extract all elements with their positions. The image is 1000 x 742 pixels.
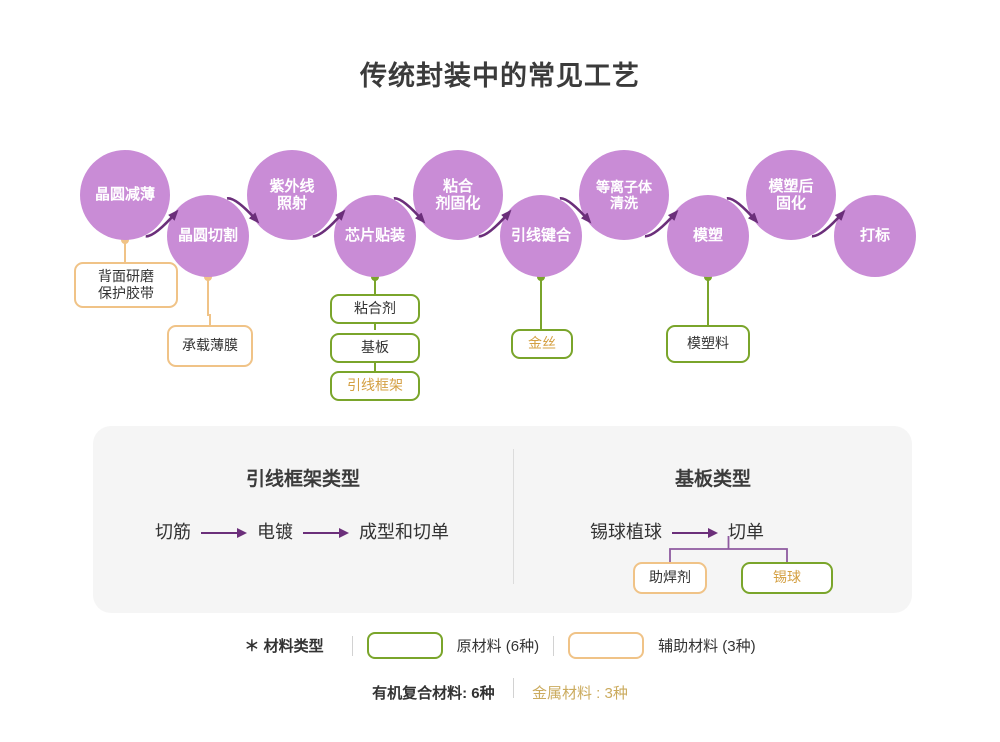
process-step-circle[interactable]: 引线键合 bbox=[500, 195, 582, 277]
process-step-circle[interactable]: 晶圆减薄 bbox=[80, 150, 170, 240]
leadframe-step: 电镀 bbox=[257, 522, 293, 542]
legend-separator-1 bbox=[351, 635, 353, 656]
substrate-material-box[interactable]: 助焊剂 bbox=[633, 562, 707, 594]
process-step-circle[interactable]: 粘合 剂固化 bbox=[413, 150, 503, 240]
material-box-label: 模塑料 bbox=[687, 335, 729, 352]
page-title: 传统封装中的常见工艺 bbox=[360, 61, 640, 91]
leadframe-step: 切筋 bbox=[155, 522, 191, 542]
process-step-circle[interactable]: 模塑后 固化 bbox=[746, 150, 836, 240]
legend-caption-raw-material: 原材料 (6种) bbox=[456, 638, 540, 655]
material-box[interactable]: 模塑料 bbox=[666, 325, 750, 363]
material-box-label: 承载薄膜 bbox=[182, 337, 238, 354]
process-step-label: 引线键合 bbox=[510, 227, 571, 245]
process-step-label: 模塑 bbox=[692, 227, 723, 245]
substrate-step: 锡球植球 bbox=[590, 522, 662, 542]
legend-row-summary: 有机复合材料: 6种 金属材料 : 3种 bbox=[0, 678, 1000, 703]
material-box-label: 金丝 bbox=[528, 335, 556, 352]
material-box-label: 背面研磨 保护胶带 bbox=[98, 267, 154, 302]
process-step-circle[interactable]: 等离子体 清洗 bbox=[579, 150, 669, 240]
process-step-label: 晶圆切割 bbox=[177, 227, 238, 245]
substrate-material-label: 锡球 bbox=[773, 569, 801, 586]
step-arrow-icon bbox=[201, 523, 247, 544]
process-step-label: 打标 bbox=[859, 227, 890, 245]
legend-caption-auxiliary-material: 辅助材料 (3种) bbox=[658, 638, 756, 655]
material-box-label: 基板 bbox=[361, 339, 389, 356]
legend-metal-material-count: 金属材料 : 3种 bbox=[532, 685, 628, 702]
process-step-circle[interactable]: 打标 bbox=[834, 195, 916, 277]
leadframe-type-heading: 引线框架类型 bbox=[245, 469, 360, 490]
legend-separator-3 bbox=[512, 678, 514, 698]
process-step-label: 粘合 剂固化 bbox=[435, 177, 481, 212]
legend-organic-composite-count: 有机复合材料: 6种 bbox=[372, 685, 495, 702]
legend-marker: ＊ bbox=[244, 638, 260, 655]
substrate-material-box[interactable]: 锡球 bbox=[741, 562, 833, 594]
material-box[interactable]: 粘合剂 bbox=[330, 294, 420, 324]
process-step-circle[interactable]: 紫外线 照射 bbox=[247, 150, 337, 240]
step-arrow-icon bbox=[303, 523, 349, 544]
process-step-label: 芯片贴装 bbox=[344, 227, 405, 245]
legend-label-text: 材料类型 bbox=[263, 638, 324, 655]
material-box[interactable]: 基板 bbox=[330, 333, 420, 363]
process-step-label: 等离子体 清洗 bbox=[596, 178, 652, 211]
legend-separator-2 bbox=[553, 635, 555, 656]
process-step-label: 模塑后 固化 bbox=[768, 177, 814, 212]
leadframe-step-row: 切筋 电镀 成型和切单 bbox=[155, 518, 449, 544]
substrate-bracket bbox=[669, 536, 788, 562]
legend-marker-label: ＊ 材料类型 bbox=[244, 635, 323, 656]
process-step-circle[interactable]: 芯片贴装 bbox=[334, 195, 416, 277]
step-arrow-icon bbox=[672, 523, 718, 544]
panel-divider bbox=[513, 449, 514, 584]
substrate-material-label: 助焊剂 bbox=[649, 569, 691, 586]
material-box[interactable]: 背面研磨 保护胶带 bbox=[74, 262, 178, 308]
substrate-type-heading: 基板类型 bbox=[674, 469, 751, 490]
substrate-step: 切单 bbox=[728, 522, 764, 542]
process-step-label: 紫外线 照射 bbox=[269, 177, 315, 212]
substrate-step-row: 锡球植球 切单 bbox=[590, 518, 764, 544]
material-box-label: 粘合剂 bbox=[354, 300, 396, 317]
legend-swatch-raw-material bbox=[366, 632, 443, 659]
legend-swatch-auxiliary-material bbox=[568, 632, 645, 659]
process-step-circle[interactable]: 晶圆切割 bbox=[167, 195, 249, 277]
leadframe-step: 成型和切单 bbox=[359, 522, 449, 542]
material-box-label: 引线框架 bbox=[347, 377, 403, 394]
material-box[interactable]: 金丝 bbox=[511, 329, 573, 359]
legend-row-primary: ＊ 材料类型 原材料 (6种) 辅助材料 (3种) bbox=[0, 632, 1000, 659]
process-step-label: 晶圆减薄 bbox=[94, 186, 155, 204]
process-step-circle[interactable]: 模塑 bbox=[667, 195, 749, 277]
material-box[interactable]: 引线框架 bbox=[330, 371, 420, 401]
material-box[interactable]: 承载薄膜 bbox=[167, 325, 253, 367]
